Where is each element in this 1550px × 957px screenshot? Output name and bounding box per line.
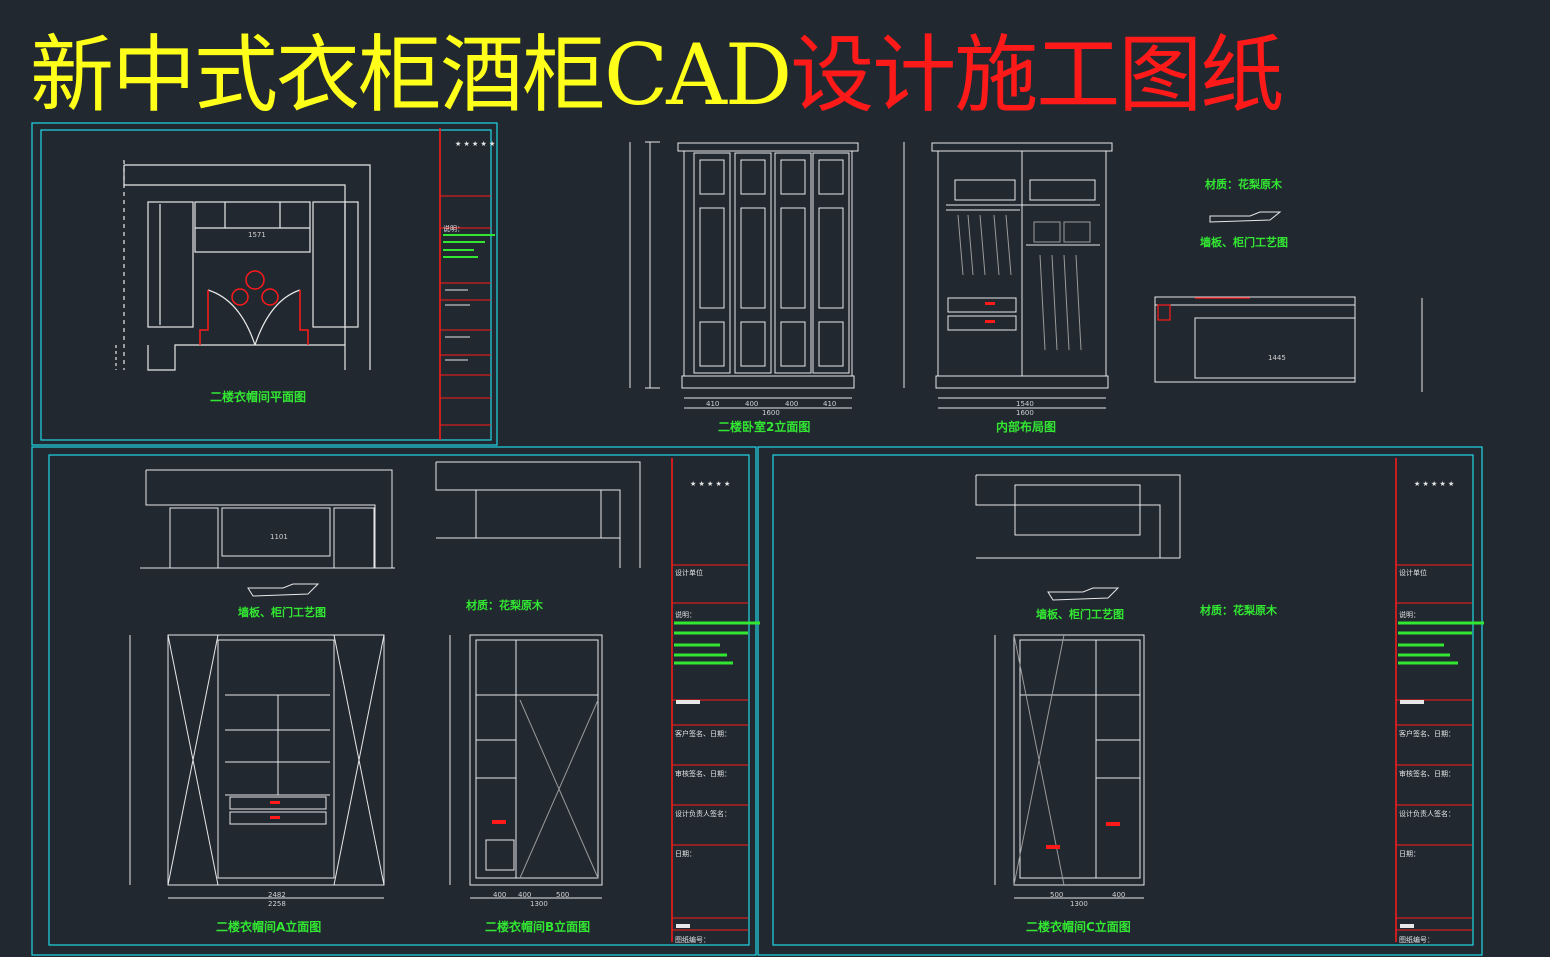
caption-interior: 内部布局图 bbox=[996, 420, 1057, 434]
dim-plan-mid: 1571 bbox=[248, 231, 266, 239]
dim-elev-b-2: 400 bbox=[518, 891, 532, 899]
elevation-b-handle bbox=[492, 820, 506, 824]
sheet-frame-plan bbox=[31, 122, 498, 446]
sheet-inner-c bbox=[772, 454, 1474, 946]
dim-interior-total: 1600 bbox=[1016, 409, 1034, 417]
note-craft-3: 墙板、柜门工艺图 bbox=[1036, 608, 1124, 621]
elevation-a-handles bbox=[270, 801, 280, 819]
dim-elev-c-1: 500 bbox=[1050, 891, 1064, 899]
note-material-1: 材质：花梨原木 bbox=[1205, 178, 1282, 191]
tb-ab-date: 日期： bbox=[675, 850, 696, 858]
tb-c-note: 说明： bbox=[1399, 611, 1420, 619]
tb-ab-note: 说明： bbox=[675, 611, 696, 619]
tb-c-drawing-no: 图纸编号： bbox=[1399, 936, 1434, 944]
sheet-inner-ab bbox=[48, 454, 750, 946]
top-detail-red bbox=[1157, 297, 1250, 321]
dim-elev-a-total: 2258 bbox=[268, 900, 286, 908]
tb-c-review: 审核签名、日期： bbox=[1399, 770, 1455, 778]
dim-elev2-1: 410 bbox=[706, 400, 720, 408]
tb-plan-stars: ★ ★ ★ ★ ★ bbox=[455, 140, 496, 148]
drawing-title: 新中式衣柜酒柜CAD设计施工图纸 bbox=[30, 20, 1284, 130]
drawing-title-yellow: 新中式衣柜酒柜CAD bbox=[30, 26, 792, 124]
dim-elev-a: 2482 bbox=[268, 891, 286, 899]
tb-c-client: 客户签名、日期： bbox=[1399, 730, 1455, 738]
sheet-frames bbox=[31, 122, 1483, 956]
title-block-ab bbox=[671, 458, 760, 942]
dim-elev-b-1: 400 bbox=[493, 891, 507, 899]
tb-ab-client: 客户签名、日期： bbox=[675, 730, 731, 738]
tb-ab-stars: ★ ★ ★ ★ ★ bbox=[690, 480, 731, 488]
dim-elev2-2: 400 bbox=[745, 400, 759, 408]
note-material-3: 材质：花梨原木 bbox=[1200, 604, 1277, 617]
tb-plan-note: 说明： bbox=[443, 225, 464, 233]
tb-c-date: 日期： bbox=[1399, 850, 1420, 858]
plan-view bbox=[115, 160, 371, 371]
plan-doors bbox=[199, 270, 309, 345]
interior-clothes bbox=[957, 214, 1091, 351]
c-top-drawing bbox=[975, 474, 1181, 601]
interior-handles bbox=[985, 302, 995, 323]
interior-layout bbox=[903, 142, 1113, 409]
note-craft-1: 墙板、柜门工艺图 bbox=[1200, 236, 1288, 249]
sheet-frame-ab bbox=[31, 446, 757, 956]
drawing-title-red: 设计施工图纸 bbox=[790, 26, 1284, 124]
caption-elev-c: 二楼衣帽间C立面图 bbox=[1026, 920, 1131, 934]
caption-elev-a: 二楼衣帽间A立面图 bbox=[216, 920, 322, 934]
tb-c-design: 设计负责人签名： bbox=[1399, 810, 1455, 818]
title-block-plan bbox=[439, 128, 495, 440]
dim-elev2-4: 410 bbox=[823, 400, 837, 408]
dim-elev2-3: 400 bbox=[785, 400, 799, 408]
caption-plan: 二楼衣帽间平面图 bbox=[210, 390, 307, 404]
dim-elev-b-total: 1300 bbox=[530, 900, 548, 908]
dim-elev-c-total: 1300 bbox=[1070, 900, 1088, 908]
tb-ab-drawing-no: 图纸编号： bbox=[675, 936, 710, 944]
caption-elev2: 二楼卧室2立面图 bbox=[718, 420, 811, 434]
note-material-2: 材质：花梨原木 bbox=[466, 599, 543, 612]
elevation-b bbox=[449, 634, 603, 899]
note-craft-2: 墙板、柜门工艺图 bbox=[238, 606, 326, 619]
elevation-c bbox=[994, 634, 1145, 899]
a-top-drawing bbox=[140, 461, 641, 597]
elevation-2-wardrobe bbox=[629, 141, 859, 409]
title-block-c bbox=[1395, 458, 1484, 942]
dim-elev2-total: 1600 bbox=[762, 409, 780, 417]
sheet-frame-c bbox=[757, 446, 1483, 956]
tb-c-designer: 设计单位 bbox=[1399, 569, 1427, 577]
dim-a-top: 1101 bbox=[270, 533, 288, 541]
top-detail bbox=[1154, 211, 1423, 392]
dim-elev-c-2: 400 bbox=[1112, 891, 1126, 899]
dim-top-detail: 1445 bbox=[1268, 354, 1286, 362]
caption-elev-b: 二楼衣帽间B立面图 bbox=[485, 920, 591, 934]
tb-ab-review: 审核签名、日期： bbox=[675, 770, 731, 778]
tb-c-stars: ★ ★ ★ ★ ★ bbox=[1414, 480, 1455, 488]
elevation-a bbox=[129, 634, 385, 899]
tb-ab-designer: 设计单位 bbox=[675, 569, 703, 577]
dim-interior: 1540 bbox=[1016, 400, 1034, 408]
tb-ab-design: 设计负责人签名： bbox=[675, 810, 731, 818]
elevation-c-handles bbox=[1046, 822, 1120, 849]
sheet-inner-plan bbox=[40, 129, 492, 441]
dim-elev-b-3: 500 bbox=[556, 891, 570, 899]
